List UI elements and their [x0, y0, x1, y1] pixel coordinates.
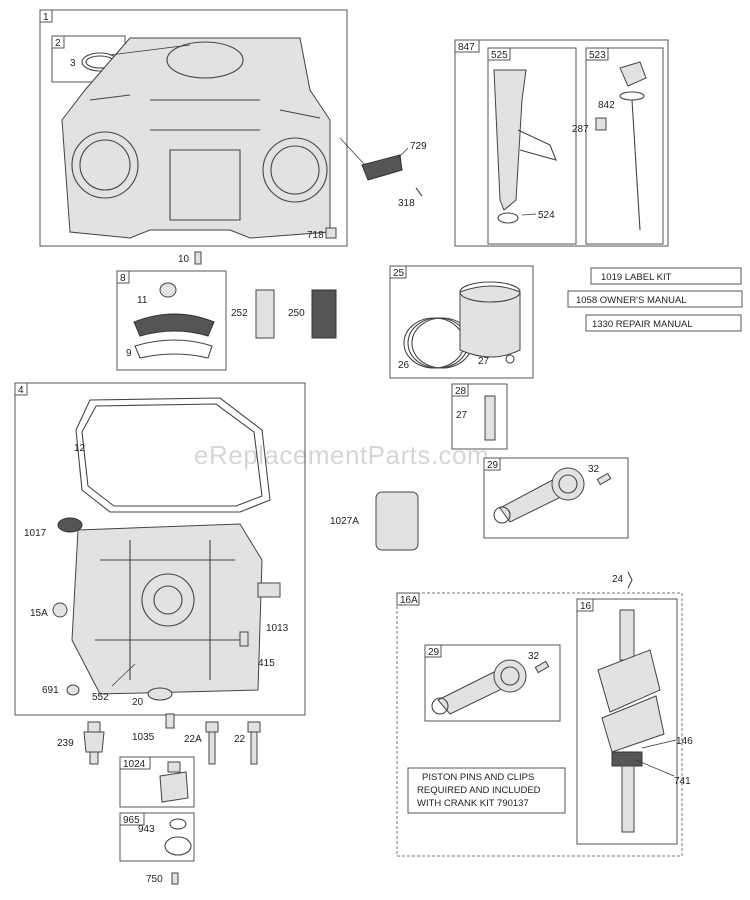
filter-250: [311, 289, 337, 339]
group-28-pin: 28 27: [451, 383, 508, 450]
part-250: 250: [288, 308, 305, 319]
part-146: 146: [676, 736, 693, 747]
breather-cover: [133, 313, 215, 337]
part-12: 12: [74, 443, 86, 454]
part-3: 3: [70, 58, 76, 69]
group-label-16: 16: [580, 601, 592, 612]
part-22A: 22A: [184, 734, 202, 745]
pin-750: [171, 872, 179, 885]
plug-691: [66, 684, 80, 696]
group-8-breather: 8 11 9: [116, 270, 227, 371]
fitting-415: [239, 631, 249, 647]
group-1-cylinder: 1 2 3 729 318 718: [39, 9, 427, 247]
part-1035: 1035: [132, 732, 155, 743]
part-1027A: 1027A: [330, 516, 359, 527]
breather-cap: [159, 282, 177, 298]
screen-1013: [257, 582, 281, 598]
part-415: 415: [258, 658, 275, 669]
shaft-1035: [165, 713, 175, 729]
part-252: 252: [231, 308, 248, 319]
group-label-525: 525: [491, 50, 508, 61]
group-label-16A: 16A: [400, 595, 418, 606]
part-318: 318: [398, 198, 415, 209]
group-label-29-kit: 29: [428, 647, 440, 658]
group-1024: 1024: [119, 756, 195, 808]
bracket-729: [361, 154, 403, 181]
part-718: 718: [307, 230, 324, 241]
part-239: 239: [57, 738, 74, 749]
watermark: eReplacementParts.com: [194, 440, 489, 470]
part-524: 524: [538, 210, 555, 221]
filter-252: [255, 289, 275, 339]
group-label-28: 28: [455, 386, 467, 397]
note-line-3: WITH CRANK KIT 790137: [417, 798, 529, 809]
part-24: 24: [612, 574, 624, 585]
part-552: 552: [92, 692, 109, 703]
note-line-2: REQUIRED AND INCLUDED: [417, 785, 541, 796]
manual-1058: 1058 OWNER'S MANUAL: [576, 295, 687, 306]
group-965: 965 943: [119, 812, 195, 862]
part-741: 741: [674, 776, 691, 787]
regulator-1027A: [375, 491, 419, 551]
part-20: 20: [132, 697, 144, 708]
crankshaft: [597, 609, 665, 833]
group-25-piston: 25 26 27: [389, 265, 534, 379]
part-27a: 27: [478, 356, 490, 367]
plug-718: [325, 227, 337, 239]
note-line-1: PISTON PINS AND CLIPS: [422, 772, 534, 783]
group-label-1: 1: [43, 12, 49, 23]
dipstick-cap: [619, 61, 647, 87]
part-943: 943: [138, 824, 155, 835]
part-9: 9: [126, 348, 132, 359]
part-22: 22: [234, 734, 246, 745]
screw-287: [595, 117, 607, 131]
seal-943: [164, 836, 192, 856]
group-label-847: 847: [458, 42, 475, 53]
governor-239: [83, 721, 105, 765]
seal-20: [147, 687, 173, 701]
manuals-list: 1019 LABEL KIT 1058 OWNER'S MANUAL 1330 …: [567, 267, 743, 332]
group-847-dipstick: 847 525 524 523 842 287: [454, 39, 669, 247]
part-691: 691: [42, 685, 59, 696]
group-4-sump: 4 12 1017 15A 1013 415 691 552 20: [14, 382, 306, 716]
group-label-25: 25: [393, 268, 405, 279]
group-label-523: 523: [589, 50, 606, 61]
part-1013: 1013: [266, 623, 289, 634]
group-label-2: 2: [55, 38, 61, 49]
group-label-4: 4: [18, 385, 24, 396]
group-16A-crank-kit: 16A 29 32 PISTON PINS AND CLIPS REQUIRED…: [396, 592, 693, 857]
piston-pin: [484, 395, 496, 441]
group-label-965: 965: [123, 815, 140, 826]
bolt-22A: [205, 721, 219, 765]
group-label-29-top: 29: [487, 460, 499, 471]
part-287: 287: [572, 124, 589, 135]
part-1017-seal: [57, 517, 83, 533]
manual-1330: 1330 REPAIR MANUAL: [592, 319, 693, 330]
piston-rings: [403, 317, 465, 369]
dipstick-tube: [493, 69, 527, 211]
part-842: 842: [598, 100, 615, 111]
group-29-connecting-rod: 29 32: [483, 457, 629, 539]
plug-15A: [52, 602, 68, 618]
pin-10: [194, 251, 202, 265]
part-32a: 32: [588, 464, 600, 475]
part-1017: 1017: [24, 528, 47, 539]
group-label-8: 8: [120, 273, 126, 284]
part-15A: 15A: [30, 608, 48, 619]
part-27b: 27: [456, 410, 468, 421]
gasket-12: [75, 397, 271, 513]
part-11: 11: [137, 295, 148, 306]
part-10: 10: [178, 254, 190, 265]
piston: [459, 285, 521, 358]
manual-1019: 1019 LABEL KIT: [601, 272, 672, 283]
group-label-1024: 1024: [123, 759, 146, 770]
part-32b: 32: [528, 651, 540, 662]
sump-cover: [71, 523, 263, 695]
cylinder-block-drawing: [61, 37, 331, 239]
bolt-22: [247, 721, 261, 765]
part-750: 750: [146, 874, 163, 885]
part-26: 26: [398, 360, 410, 371]
part-729: 729: [410, 141, 427, 152]
